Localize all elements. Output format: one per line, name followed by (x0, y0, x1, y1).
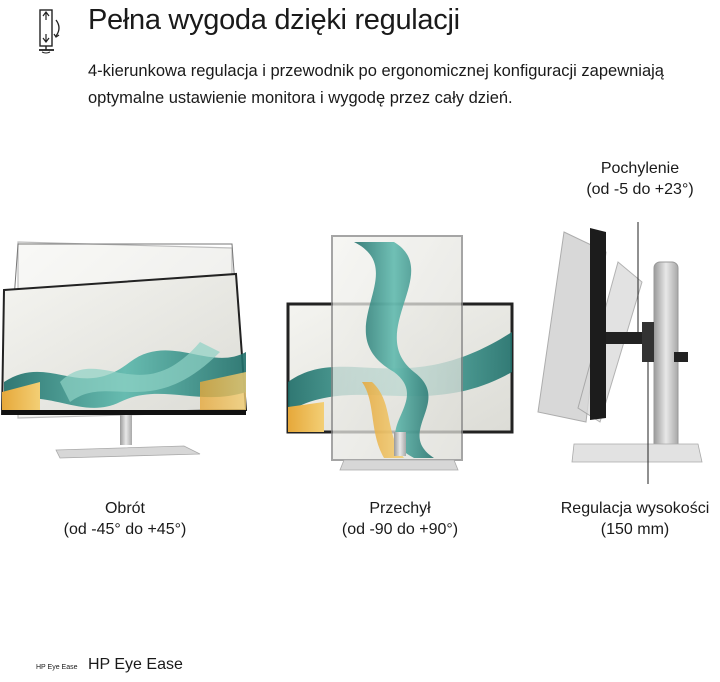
tilt-height-monitor-illustration (537, 222, 703, 484)
page-title: Pełna wygoda dzięki regulacji (88, 4, 460, 36)
swivel-caption: Obrót (od -45° do +45°) (40, 498, 210, 540)
footer-badge: HP Eye Ease (36, 664, 78, 671)
tilt-range: (od -5 do +23°) (586, 181, 694, 198)
swivel-label: Obrót (104, 500, 145, 517)
pivot-label: Przechył (369, 500, 431, 517)
height-range: (150 mm) (600, 521, 670, 538)
footer-brand: HP Eye Ease (88, 656, 183, 673)
swivel-monitor-illustration (0, 241, 248, 459)
adjustment-icon (39, 9, 60, 54)
swivel-range: (od -45° do +45°) (63, 521, 187, 538)
tilt-caption: Pochylenie (od -5 do +23°) (560, 158, 720, 200)
tilt-label: Pochylenie (600, 160, 680, 177)
pivot-caption: Przechył (od -90 do +90°) (315, 498, 485, 540)
page-description: 4-kierunkowa regulacja i przewodnik po e… (88, 62, 664, 107)
pivot-monitor-illustration (286, 235, 514, 471)
height-caption: Regulacja wysokości (150 mm) (550, 498, 720, 540)
pivot-range: (od -90 do +90°) (341, 521, 459, 538)
height-label: Regulacja wysokości (560, 500, 710, 517)
